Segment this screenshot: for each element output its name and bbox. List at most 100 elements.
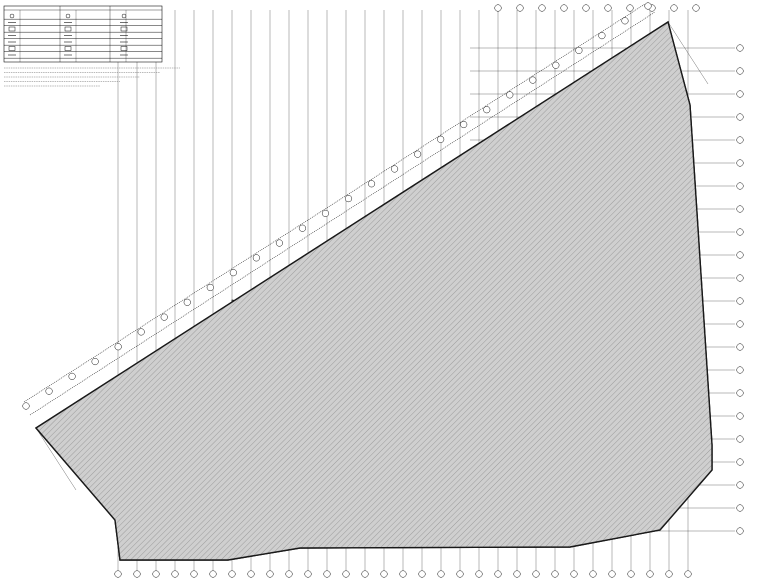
axis-bubble [399, 570, 407, 578]
axis-bubble [323, 570, 331, 578]
axis-bubble [275, 239, 283, 247]
axis-bubble-circle [266, 570, 274, 578]
axis-bubble [506, 91, 514, 99]
axis-bubble-circle [532, 570, 540, 578]
axis-bubble-circle [736, 389, 744, 397]
axis-bubble [68, 372, 76, 380]
axis-bubble [670, 4, 678, 12]
axis-bubble [342, 570, 350, 578]
axis-bubble [252, 254, 260, 262]
axis-bubble-circle [736, 228, 744, 236]
axis-bubble [736, 274, 744, 282]
axis-bubble [266, 570, 274, 578]
axis-bubble-circle [560, 4, 568, 12]
axis-bubble-circle [368, 180, 376, 188]
legend-symbol-icon [65, 13, 71, 19]
legend-symbol-icon [64, 46, 72, 51]
axis-bubble [692, 4, 700, 12]
axis-bubble [736, 205, 744, 213]
axis-bubble-circle [665, 570, 673, 578]
legend-symbol-icon [8, 26, 16, 32]
axis-bubble-circle [414, 150, 422, 158]
axis-bubble-circle [22, 402, 30, 410]
axis-bubble-circle [736, 136, 744, 144]
axis-bubble-circle [494, 4, 502, 12]
axis-bubble-circle [228, 570, 236, 578]
axis-bubble-circle [298, 224, 306, 232]
axis-bubble [437, 570, 445, 578]
axis-bubble [736, 136, 744, 144]
axis-bubble [529, 76, 537, 84]
axis-bubble [582, 4, 590, 12]
axis-bubble [152, 570, 160, 578]
legend-symbol-icon [121, 13, 127, 19]
legend-symbol-icon [8, 46, 16, 51]
axis-bubble [418, 570, 426, 578]
axis-bubble-circle [608, 570, 616, 578]
axis-bubble-circle [229, 269, 237, 277]
axis-bubble-circle [137, 328, 145, 336]
axis-bubble-circle [45, 387, 53, 395]
axis-bubble-circle [692, 4, 700, 12]
axis-bubble-circle [529, 76, 537, 84]
axis-bubble [344, 195, 353, 203]
axis-bubble [209, 570, 217, 578]
axis-bubble-circle [342, 570, 350, 578]
axis-bubble-circle [437, 570, 445, 578]
axis-bubble-circle [114, 343, 122, 351]
axis-bubble-circle [361, 570, 369, 578]
axis-bubble-circle [475, 570, 483, 578]
axis-bubble [45, 387, 53, 395]
axis-bubble-circle [209, 570, 217, 578]
axis-bubble [437, 135, 445, 143]
axis-bubble [736, 67, 744, 75]
axis-bubble [736, 182, 744, 190]
axis-bubble [304, 570, 312, 578]
axis-bubble [298, 224, 306, 232]
legend-symbol-icon [9, 13, 15, 19]
axis-bubble-circle [644, 2, 652, 10]
axis-bubble-circle [552, 61, 560, 69]
axis-bubble [494, 4, 502, 12]
axis-bubble [190, 570, 198, 578]
axis-bubble-circle [133, 570, 141, 578]
axis-bubble-circle [736, 343, 744, 351]
axis-bubble-circle [160, 313, 168, 321]
axis-bubble-circle [323, 570, 331, 578]
axis-bubble [206, 283, 214, 292]
axis-bubble-circle [344, 195, 353, 203]
axis-bubble-circle [626, 4, 634, 12]
axis-bubble [456, 570, 464, 578]
axis-bubble [608, 570, 616, 578]
axis-bubble-circle [570, 570, 578, 578]
axis-bubble [736, 366, 744, 374]
axis-bubble [22, 402, 30, 410]
axis-bubble-circle [604, 4, 612, 12]
axis-bubble [644, 2, 652, 10]
axis-bubble [736, 228, 744, 236]
axis-bubble [736, 412, 744, 420]
axis-bubble-circle [285, 570, 293, 578]
axis-bubble-circle [736, 366, 744, 374]
axis-bubble [171, 570, 179, 578]
axis-bubble-circle [190, 570, 198, 578]
axis-bubble [532, 570, 540, 578]
axis-bubble-circle [551, 570, 559, 578]
axis-bubble-circle [736, 159, 744, 167]
axis-bubble-circle [68, 372, 76, 380]
axis-bubble-circle [575, 46, 583, 54]
axis-bubble [361, 570, 369, 578]
axis-bubble-circle [206, 283, 214, 292]
axis-bubble [160, 313, 168, 321]
axis-bubble-circle [736, 113, 744, 121]
axis-bubble [460, 120, 468, 129]
axis-bubble [736, 389, 744, 397]
axis-bubble [736, 90, 744, 98]
axis-bubble [560, 4, 568, 12]
axis-bubble-circle [183, 298, 191, 306]
axis-bubble-circle [437, 135, 445, 143]
axis-bubble-circle [627, 570, 635, 578]
axis-bubble-circle [736, 205, 744, 213]
axis-bubble [228, 570, 236, 578]
